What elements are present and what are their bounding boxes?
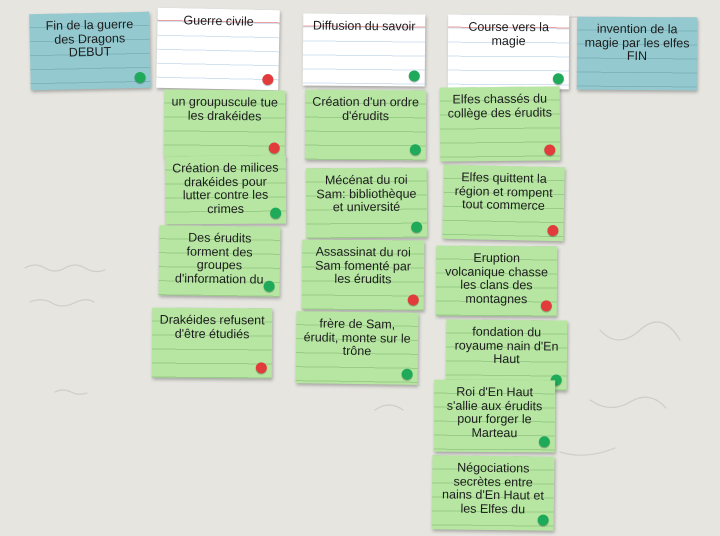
card-frere-sam[interactable]: frère de Sam, érudit, monte sur le trône	[295, 311, 419, 385]
card-eruption[interactable]: Eruption volcanique chasse les clans des…	[435, 245, 558, 317]
card-text: Assassinat du roi Sam fomenté par les ér…	[315, 244, 412, 287]
card-milices[interactable]: Création de milices drakéides pour lutte…	[164, 155, 287, 225]
card-drakeides-refusent[interactable]: Drakéides refusent d'être étudiés	[151, 307, 273, 379]
card-groupuscule[interactable]: un groupuscule tue les drakéides	[163, 89, 286, 159]
card-fin-guerre-debut[interactable]: Fin de la guerre des Dragons DEBUT	[29, 11, 151, 91]
status-dot	[409, 144, 421, 156]
card-erudits-groupes[interactable]: Des érudits forment des groupes d'inform…	[158, 225, 281, 297]
card-text: Création d'un ordre d'érudits	[312, 94, 419, 123]
status-dot	[411, 221, 423, 233]
card-text: Mécénat du roi Sam: bibliothèque et univ…	[316, 172, 417, 215]
card-text: un groupuscule tue les drakéides	[171, 94, 278, 123]
status-dot	[134, 71, 146, 84]
card-text: fondation du royaume nain d'En Haut	[454, 324, 559, 367]
card-invention-magie-fin[interactable]: invention de la magie par les elfes FIN	[576, 16, 698, 91]
card-text: Elfes quittent la région et rompent tout…	[454, 170, 553, 213]
card-text: Course vers la magie	[468, 19, 549, 48]
card-text: Drakéides refusent d'être étudiés	[159, 312, 265, 341]
status-dot	[268, 142, 280, 154]
card-text: Roi d'En Haut s'allie aux érudits pour f…	[446, 384, 543, 440]
card-text: invention de la magie par les elfes FIN	[584, 21, 690, 64]
status-dot	[540, 300, 552, 312]
status-dot	[263, 280, 275, 292]
card-mecenat[interactable]: Mécénat du roi Sam: bibliothèque et univ…	[305, 167, 428, 239]
card-elfes-quittent[interactable]: Elfes quittent la région et rompent tout…	[442, 164, 565, 242]
card-elfes-chasses[interactable]: Elfes chassés du collège des érudits	[439, 86, 561, 162]
card-assassinat[interactable]: Assassinat du roi Sam fomenté par les ér…	[301, 239, 425, 311]
status-dot	[547, 224, 559, 237]
card-text: Elfes chassés du collège des érudits	[447, 91, 553, 121]
status-dot	[537, 514, 549, 526]
status-dot	[552, 73, 564, 85]
card-text: Des érudits forment des groupes d'inform…	[174, 230, 264, 287]
status-dot	[544, 144, 556, 156]
header-course-magie[interactable]: Course vers la magie	[447, 14, 570, 90]
status-dot	[408, 70, 420, 82]
card-text: frère de Sam, érudit, monte sur le trône	[303, 316, 411, 359]
card-roi-en-haut[interactable]: Roi d'En Haut s'allie aux érudits pour f…	[433, 379, 556, 453]
card-text: Négociations secrètes entre nains d'En H…	[442, 460, 544, 516]
status-dot	[262, 73, 274, 86]
header-guerre-civile[interactable]: Guerre civile	[156, 7, 280, 91]
card-ordre-erudits[interactable]: Création d'un ordre d'érudits	[304, 89, 427, 161]
card-text: Eruption volcanique chasse les clans des…	[445, 250, 549, 306]
card-text: Fin de la guerre des Dragons DEBUT	[45, 17, 134, 60]
status-dot	[255, 362, 267, 374]
status-dot	[407, 294, 419, 306]
card-text: Création de milices drakéides pour lutte…	[172, 160, 279, 216]
header-diffusion-savoir[interactable]: Diffusion du savoir	[302, 13, 426, 87]
status-dot	[538, 436, 550, 448]
status-dot	[401, 368, 413, 380]
card-text: Guerre civile	[183, 13, 254, 29]
card-negociations[interactable]: Négociations secrètes entre nains d'En H…	[431, 455, 555, 531]
status-dot	[270, 207, 282, 219]
card-text: Diffusion du savoir	[312, 18, 416, 34]
